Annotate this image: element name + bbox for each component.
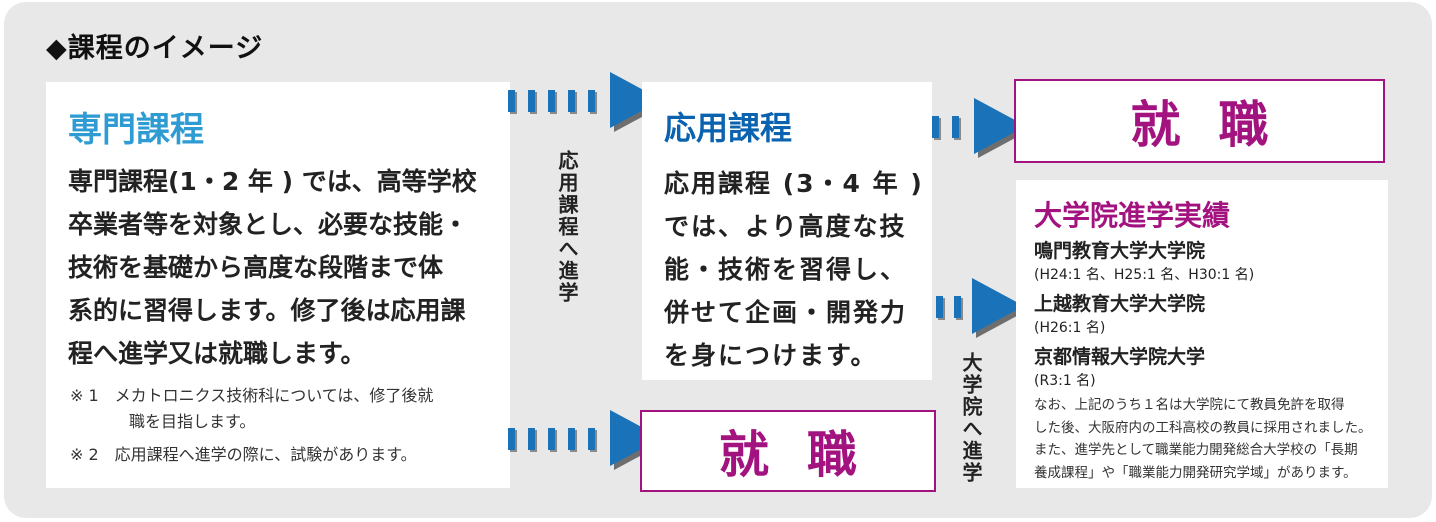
ouyou-body-line: 応用課程 (3・4 年 ) (664, 169, 924, 198)
arrow-right-icon (508, 72, 666, 132)
shushoku-box-bottom: 就職 (640, 410, 936, 492)
senmon-body-line: 程へ進学又は就職します。 (68, 339, 366, 368)
senmon-body-line: 技術を基礎から高度な段階まで体 (68, 253, 444, 282)
graduate-box (1016, 180, 1388, 488)
footnote-line: した後、大阪府内の工科高校の教員に採用されました。 (1034, 419, 1372, 436)
senmon-body-line: 卒業者等を対象とし、必要な技能・ (68, 210, 469, 239)
note-line: ※ 1 メカトロニクス技術科については、修了後就 (70, 386, 434, 405)
senmon-box (46, 82, 510, 488)
senmon-body-line: 系的に習得します。修了後は応用課 (68, 296, 466, 325)
shushoku-label: 就職 (1130, 96, 1307, 154)
footnote-line: なお、上記のうち１名は大学院にて教員免許を取得 (1034, 397, 1345, 413)
school-count: (H24:1 名、H25:1 名、H30:1 名) (1034, 267, 1255, 283)
senmon-title: 専門課程 (68, 110, 204, 150)
footnote-line: また、進学先として職業能力開発総合大学校の「長期 (1034, 442, 1358, 459)
ouyou-body-line: では、より高度な技 (664, 212, 907, 241)
to-daigakuin-label: 大学院へ進学 (959, 352, 983, 484)
footnote-line: 養成課程」や「職業能力開発研究学域」があります。 (1034, 465, 1357, 482)
page-title: ◆課程のイメージ (46, 33, 264, 64)
school-name: 鳴門教育大学大学院 (1034, 240, 1206, 262)
school-name: 京都情報大学院大学 (1034, 346, 1206, 368)
ouyou-body-line: を身につけます。 (664, 341, 878, 370)
ouyou-box (642, 82, 932, 380)
ouyou-body-line: 併せて企画・開発力 (664, 298, 908, 327)
school-count: (R3:1 名) (1034, 373, 1096, 389)
note-line: 職を目指します。 (129, 411, 256, 431)
graduate-footnote: なお、上記のうち１名は大学院にて教員免許を取得 した後、大阪府内の工科高校の教員… (1034, 394, 1372, 485)
senmon-body: 専門課程(1・2 年 ) では、高等学校 卒業者等を対象とし、必要な技能・ 技術… (68, 160, 477, 375)
note-line: ※ 2 応用課程へ進学の際に、試験があります。 (70, 445, 417, 465)
school-name: 上越教育大学大学院 (1034, 293, 1206, 315)
ouyou-title: 応用課程 (664, 109, 793, 147)
arrow-right-icon (936, 278, 1028, 338)
shushoku-box-top: 就職 (1014, 79, 1385, 163)
ouyou-body: 応用課程 (3・4 年 ) では、より高度な技 能・技術を習得し、 併せて企画・… (664, 162, 924, 377)
graduate-title: 大学院進学実績 (1034, 199, 1231, 232)
to-ouyou-label: 応用課程へ進学 (555, 150, 579, 304)
senmon-body-line: 専門課程(1・2 年 ) では、高等学校 (68, 167, 477, 196)
school-count: (H26:1 名) (1034, 320, 1106, 336)
ouyou-body-line: 能・技術を習得し、 (664, 255, 908, 284)
shushoku-label: 就職 (719, 426, 895, 484)
senmon-notes: ※ 1 メカトロニクス技術科については、修了後就 職を目指します。 ※ 2 応用… (70, 383, 433, 468)
